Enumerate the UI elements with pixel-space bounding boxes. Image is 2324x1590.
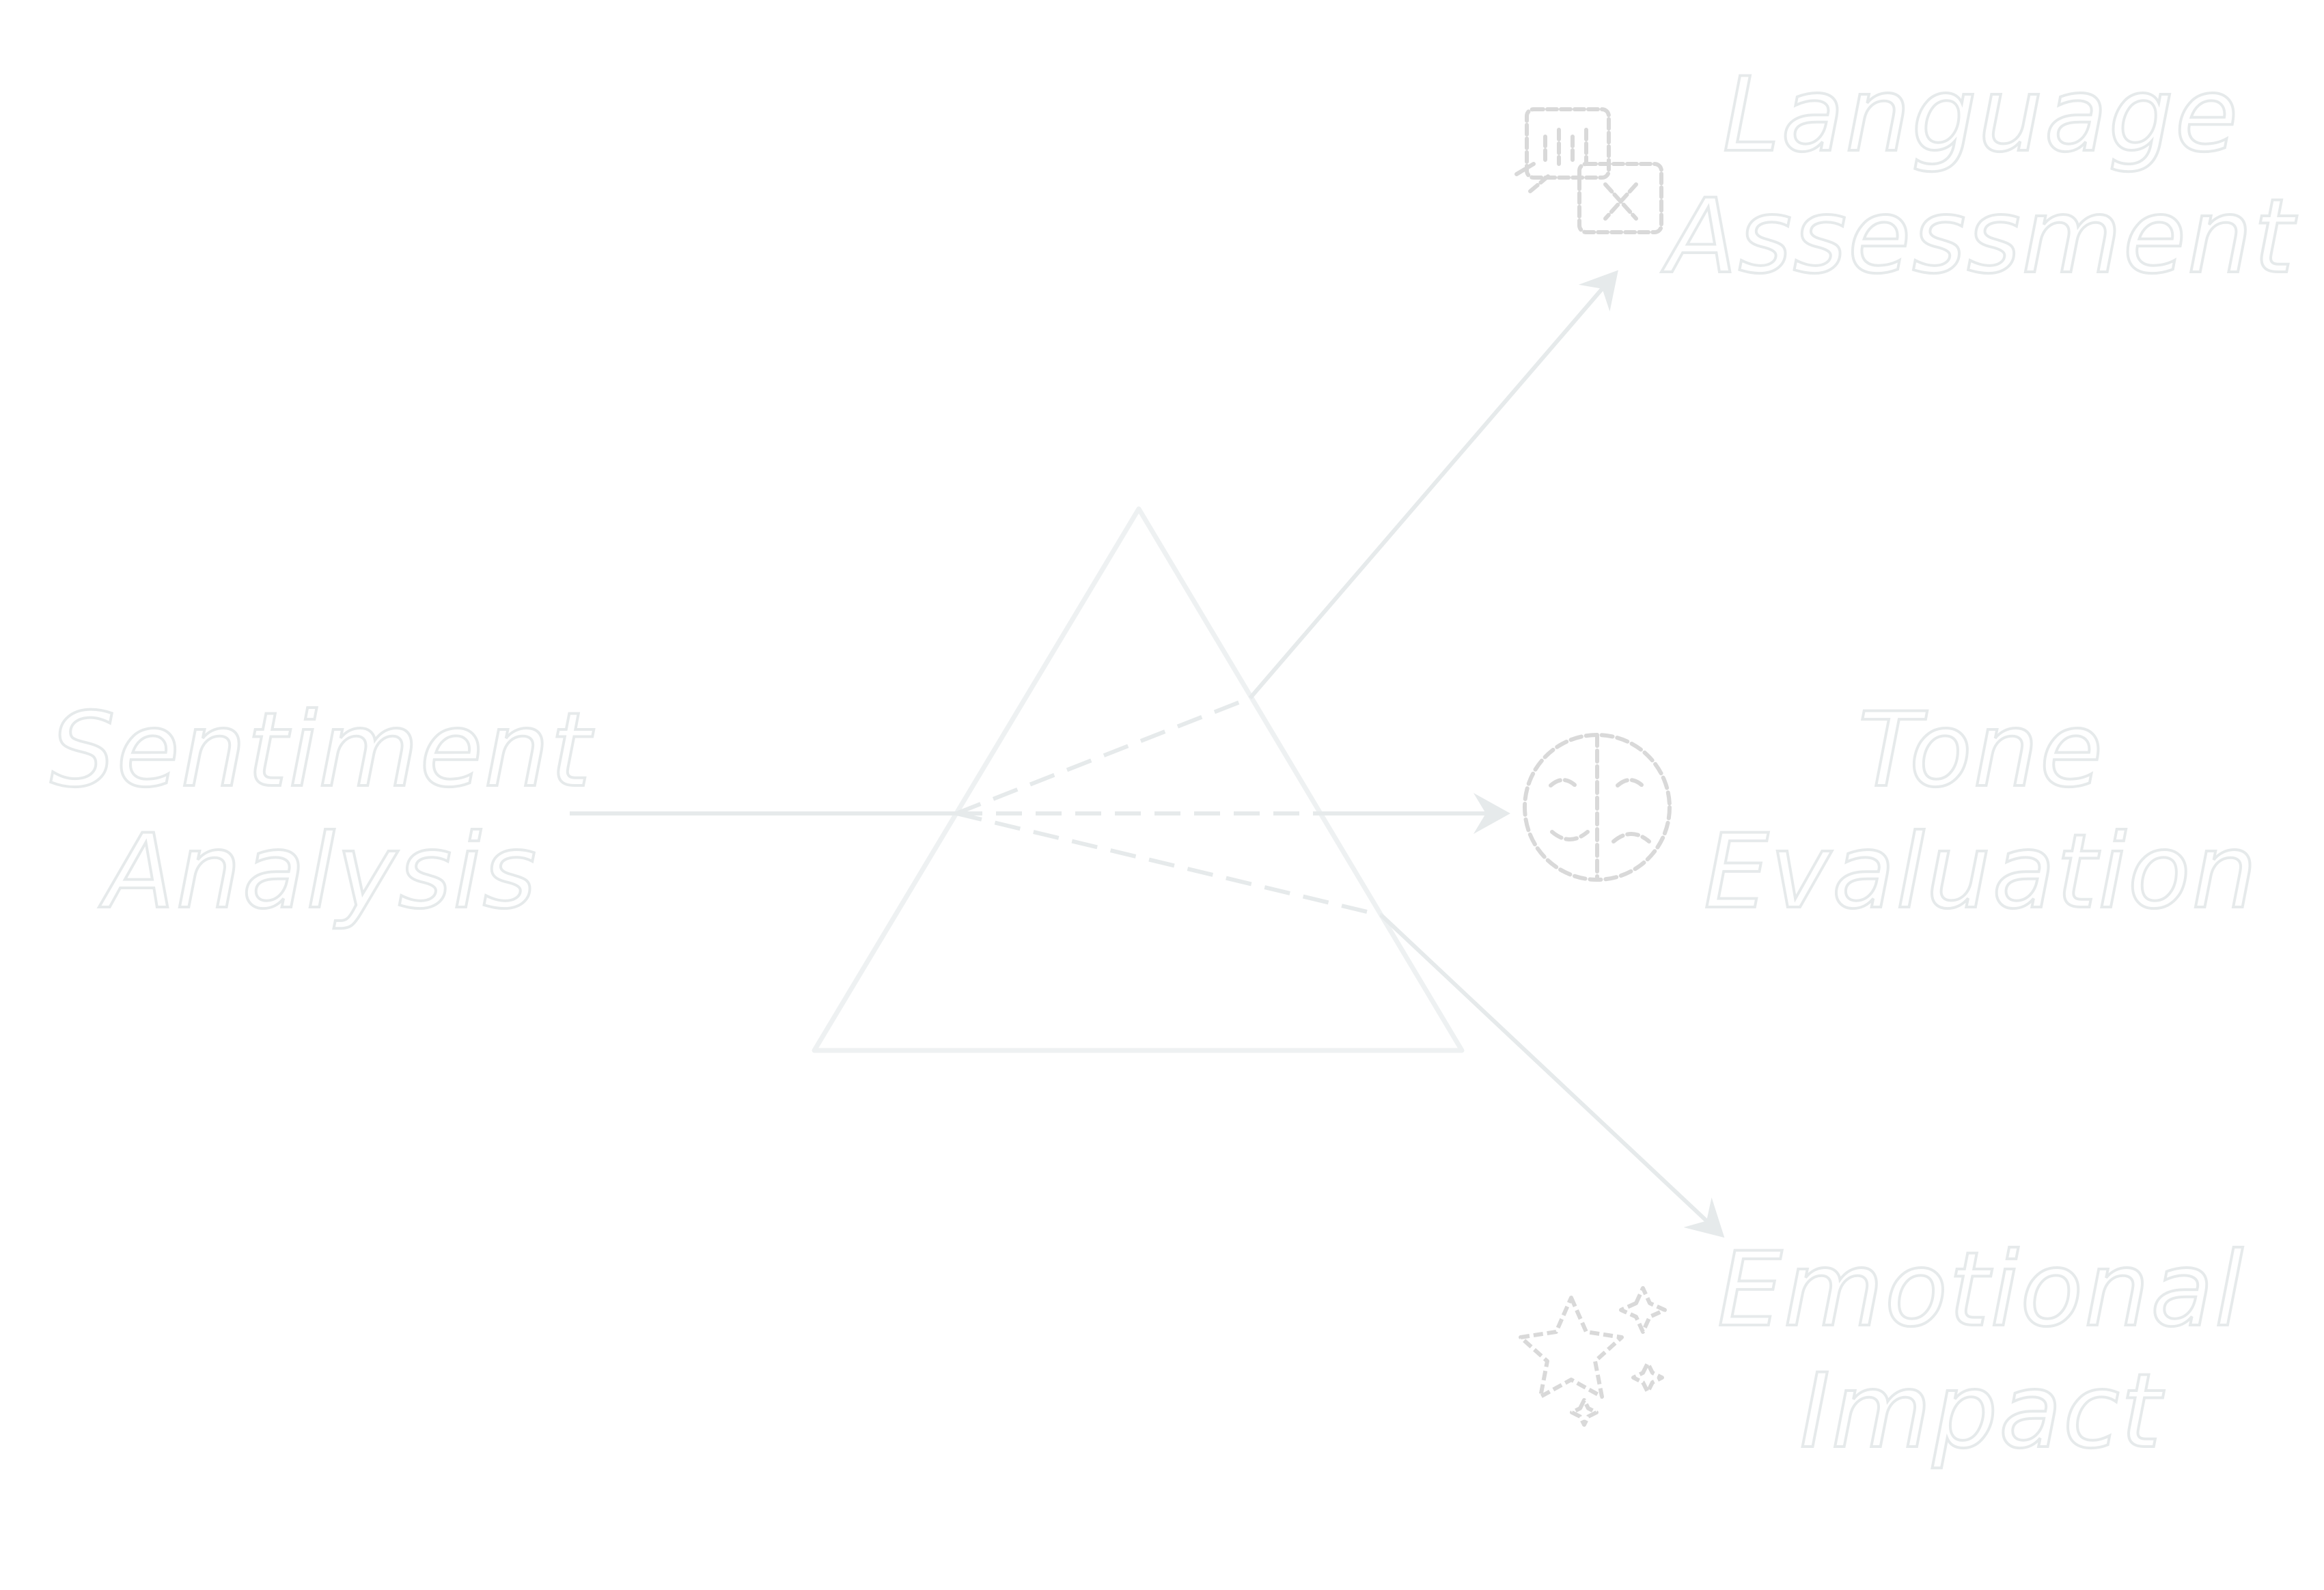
- sparkle-stars-icon: [1519, 1286, 1667, 1427]
- refracted-beam-bottom: [956, 811, 1382, 917]
- output-label-tone-line2: Evaluation: [1702, 811, 2258, 933]
- output-label-language: Language Assessment: [1665, 55, 2295, 298]
- theater-mask-icon: [1523, 733, 1672, 882]
- source-label-line2: Analysis: [103, 811, 538, 933]
- outgoing-beam-language: [1248, 270, 1618, 699]
- source-label: Sentiment Analysis: [27, 690, 615, 933]
- source-label-line1: Sentiment: [49, 690, 592, 811]
- outgoing-beam-emotional: [1379, 913, 1725, 1238]
- refracted-beam-top: [955, 696, 1251, 815]
- output-label-emotional-line1: Emotional: [1716, 1229, 2245, 1351]
- prism-triangle: [812, 506, 1465, 1053]
- output-label-emotional-line2: Impact: [1799, 1351, 2163, 1473]
- language-translate-icon: [1514, 107, 1663, 234]
- output-label-language-line1: Language: [1721, 55, 2240, 176]
- output-label-language-line2: Assessment: [1665, 176, 2295, 298]
- output-label-emotional: Emotional Impact: [1667, 1229, 2295, 1473]
- output-label-tone-line1: Tone: [1857, 690, 2105, 811]
- output-label-tone: Tone Evaluation: [1667, 690, 2295, 933]
